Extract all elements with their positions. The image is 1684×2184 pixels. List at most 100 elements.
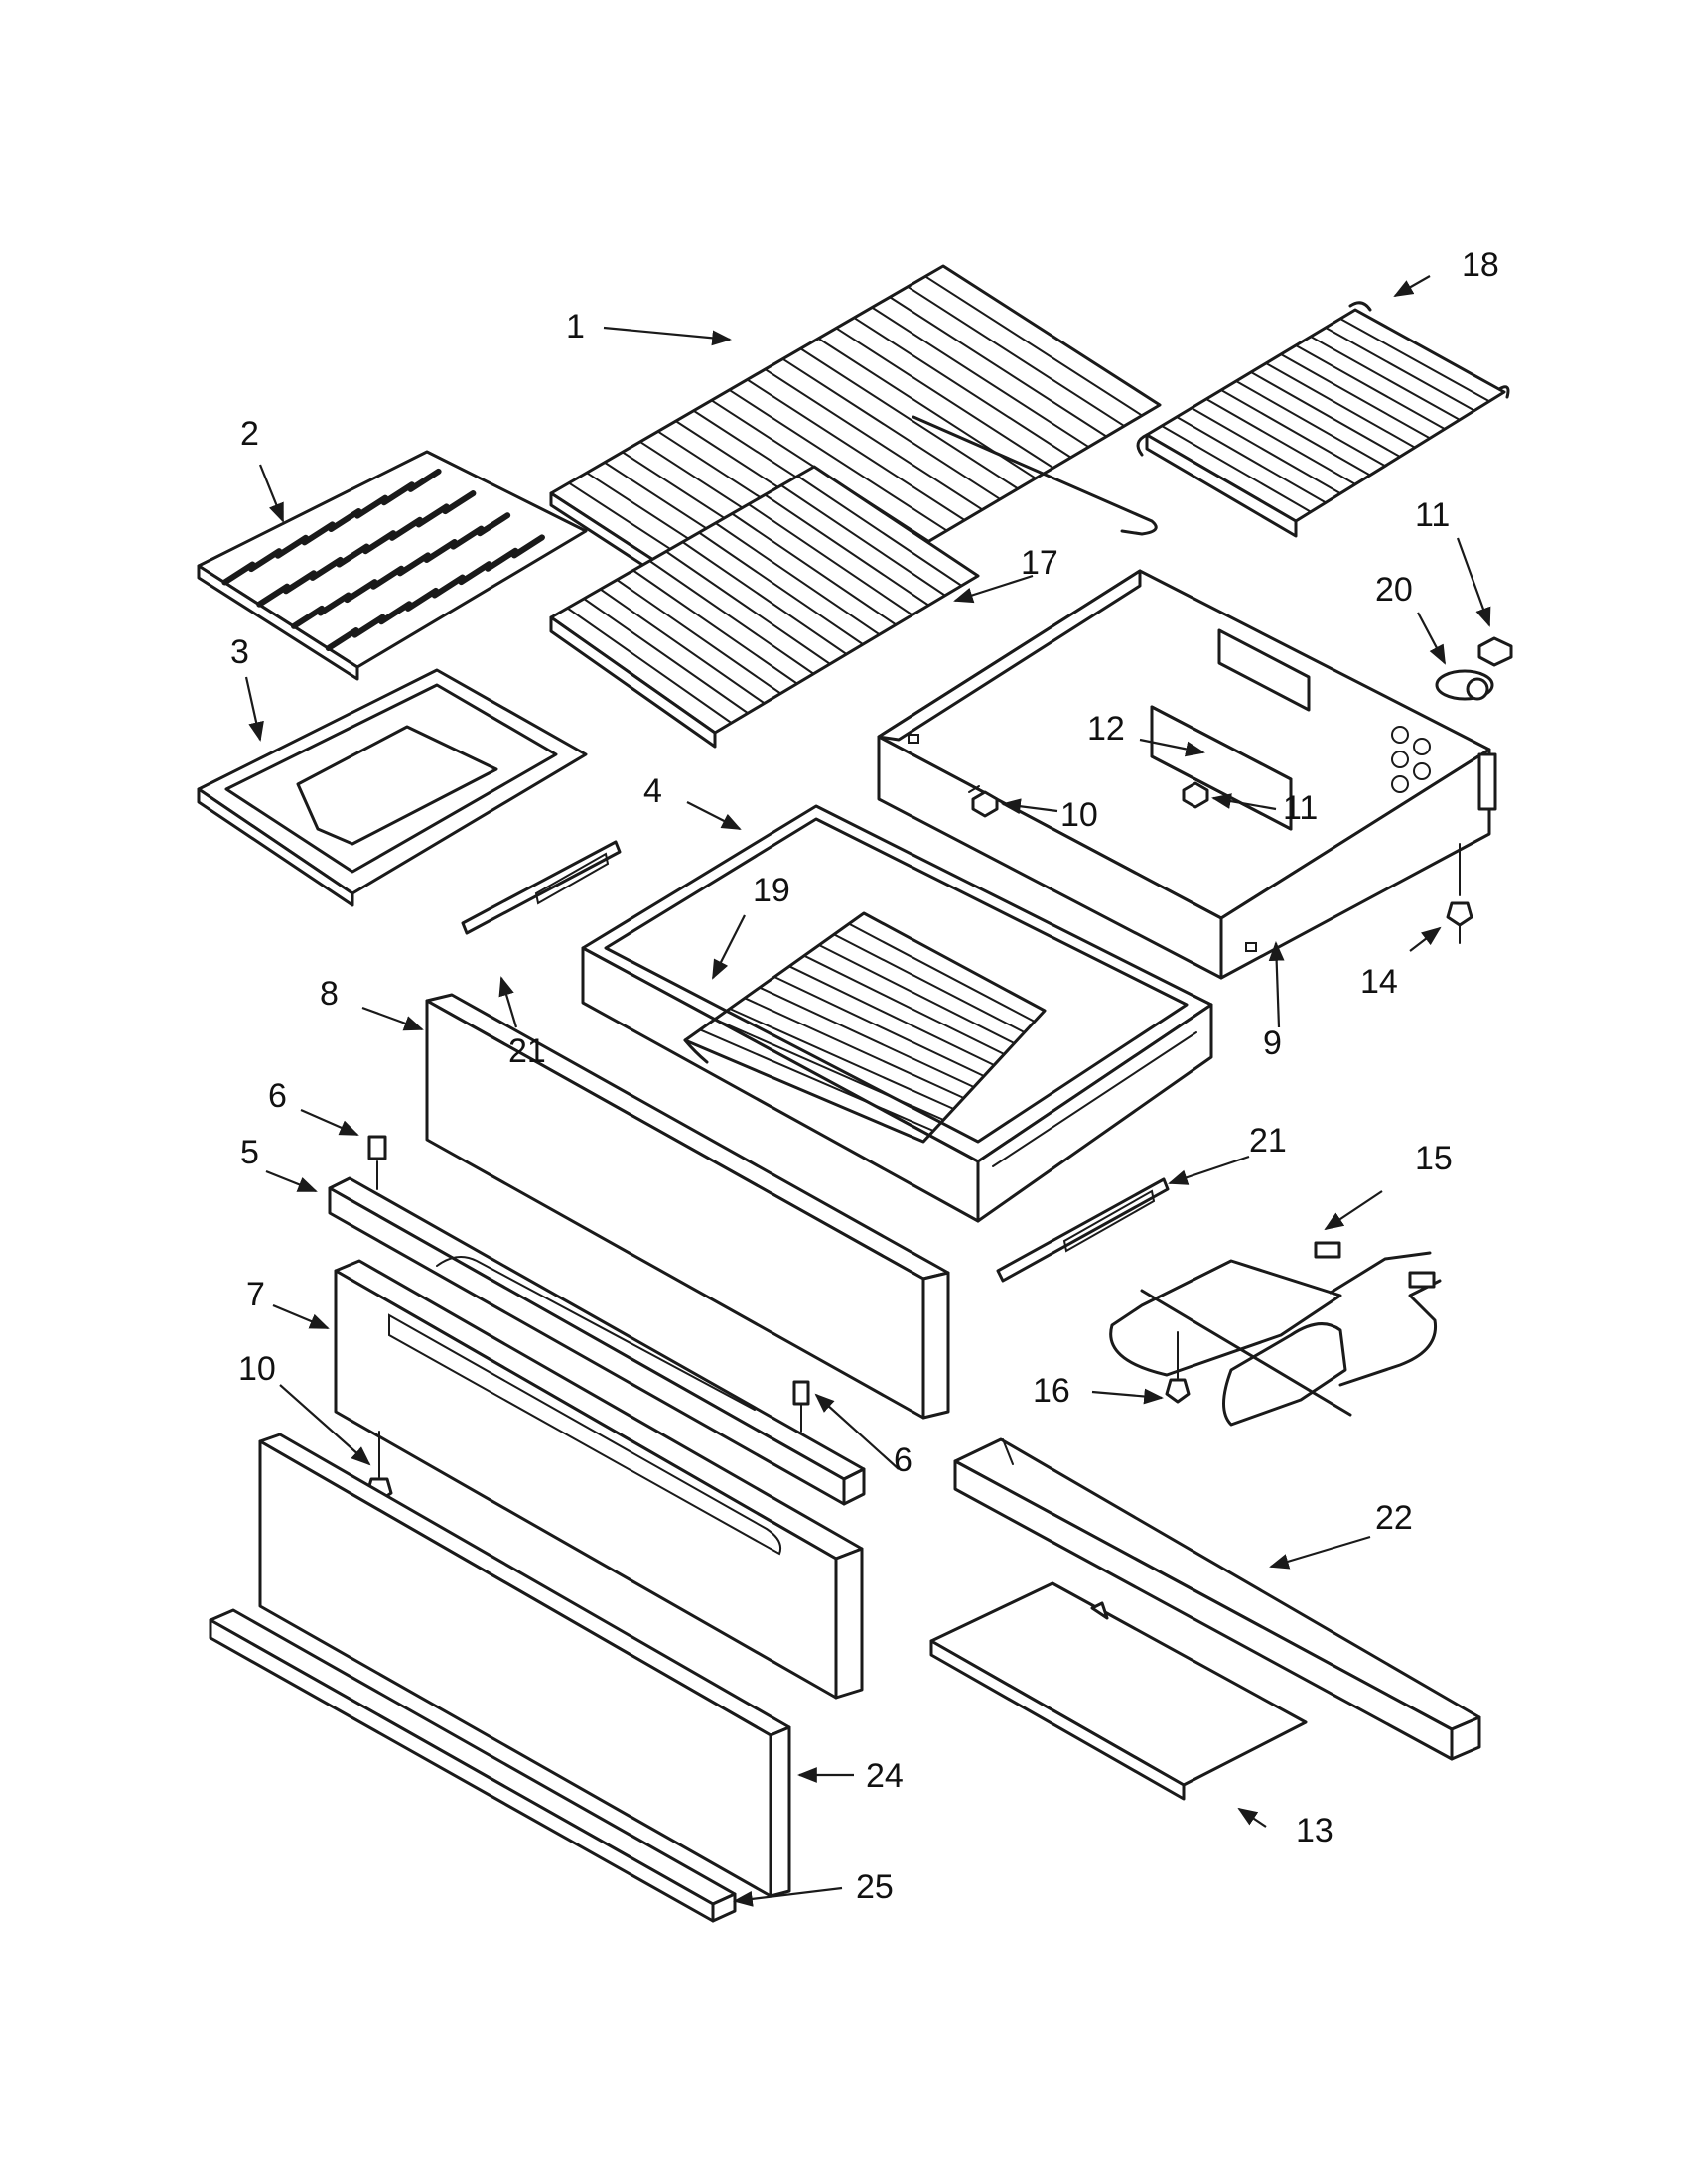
callout-6-left: 6 (268, 1077, 287, 1115)
grid-slot (336, 543, 370, 568)
rack-wire (1280, 353, 1431, 440)
callout-11-lower: 11 (1283, 789, 1318, 827)
rack-wire (664, 550, 831, 665)
rack-wire (1235, 380, 1386, 468)
rack-wire (773, 976, 985, 1077)
grid-slot (362, 530, 397, 555)
rack-wire (728, 388, 948, 532)
rack-wire (616, 579, 782, 695)
callout-25: 25 (856, 1868, 894, 1906)
grid-slot (317, 592, 351, 616)
callout-5: 5 (240, 1134, 259, 1171)
part-17-oven-rack (549, 465, 980, 749)
rack-wire (1325, 327, 1475, 412)
rack-wire (747, 503, 913, 616)
callout-3: 3 (230, 633, 249, 671)
callout-16: 16 (1033, 1372, 1070, 1410)
rack-wire (799, 347, 1020, 490)
grid-slot (248, 548, 283, 573)
rack-wire (1220, 389, 1371, 477)
grid-slot (431, 574, 466, 599)
callout-12: 12 (1087, 710, 1125, 748)
part-13-tray (929, 1581, 1308, 1801)
grid-slot (301, 521, 336, 546)
screw-part-14 (1446, 843, 1474, 944)
callout-6-right: 6 (894, 1441, 912, 1479)
grid-slot (354, 494, 389, 519)
callout-14: 14 (1360, 963, 1398, 1001)
callout-4: 4 (643, 772, 662, 810)
part-22-bracket (953, 1437, 1481, 1761)
rack-wire (1265, 362, 1416, 449)
part-15-bake-element (1109, 1241, 1442, 1427)
callout-labels: 1 2 3 4 5 6 6 7 8 9 10 10 11 11 12 13 14… (230, 246, 1499, 1906)
rack-wire (833, 933, 1026, 1033)
screw-part-16 (1165, 1331, 1191, 1404)
rack-wire (835, 327, 1054, 470)
rack-wire (1176, 416, 1327, 504)
callout-18: 18 (1462, 246, 1499, 284)
grid-slot (221, 561, 256, 586)
grid-slot (325, 627, 359, 652)
rack-wire (871, 306, 1090, 449)
part-8-inner-panel (425, 993, 950, 1420)
part-19-drawer-rack (683, 911, 1047, 1144)
rack-wire (788, 965, 996, 1066)
callout-19: 19 (753, 872, 790, 909)
rack-wire (1295, 344, 1446, 431)
grid-slot (274, 534, 309, 559)
callout-9: 9 (1263, 1024, 1282, 1062)
part-7-drawer-front (334, 1259, 864, 1700)
rack-wire (566, 607, 733, 725)
callout-2: 2 (240, 415, 259, 453)
part-2-broiler-grid (197, 450, 588, 681)
rack-wire (599, 588, 766, 705)
grid-slot (407, 468, 442, 492)
rack-wire (796, 475, 963, 587)
rack-wire (848, 922, 1036, 1023)
callout-8: 8 (320, 975, 339, 1013)
grid-slot (351, 614, 386, 638)
grid-slot (415, 503, 450, 528)
screw-part-11-lower (1182, 781, 1209, 809)
part-20-thermostat (1435, 669, 1494, 701)
rack-wire (746, 378, 966, 521)
rack-wire (1191, 407, 1341, 495)
callout-17: 17 (1021, 544, 1058, 582)
rack-wire (681, 541, 848, 655)
grid-slot (378, 601, 413, 625)
grid-slot (442, 490, 477, 515)
rack-wire (818, 944, 1016, 1044)
rack-wire (714, 1018, 945, 1121)
rack-wire (764, 368, 984, 511)
grid-slot (458, 561, 492, 586)
grid-slot (477, 512, 511, 537)
rack-wire (1205, 398, 1356, 485)
grid-slot (485, 547, 519, 572)
screw-part-10-upper (968, 785, 999, 818)
screw-part-11-upper (1477, 636, 1513, 667)
rack-wire (648, 560, 815, 675)
grid-slot (404, 587, 439, 612)
rack-wire (632, 569, 798, 685)
part-24-kick-panel (258, 1433, 791, 1898)
rack-wire (699, 1028, 935, 1132)
callout-21-lower: 21 (1249, 1122, 1287, 1160)
rack-wire (698, 531, 865, 646)
grid-slot (370, 565, 405, 590)
grid-slot (510, 534, 545, 559)
rack-wire (731, 512, 898, 626)
callout-7: 7 (246, 1276, 265, 1313)
rack-wire (759, 986, 975, 1088)
part-5-handle (328, 1176, 866, 1506)
callout-21-upper: 21 (508, 1032, 546, 1070)
rack-wire (924, 275, 1144, 417)
part-21-slide-lower (996, 1177, 1170, 1283)
callout-22: 22 (1375, 1499, 1413, 1537)
rack-wire (764, 493, 930, 607)
rack-wire (729, 1008, 955, 1110)
grid-slot (344, 579, 378, 604)
rack-wire (1339, 318, 1490, 403)
grid-slot (388, 516, 423, 541)
callout-15: 15 (1415, 1140, 1453, 1177)
